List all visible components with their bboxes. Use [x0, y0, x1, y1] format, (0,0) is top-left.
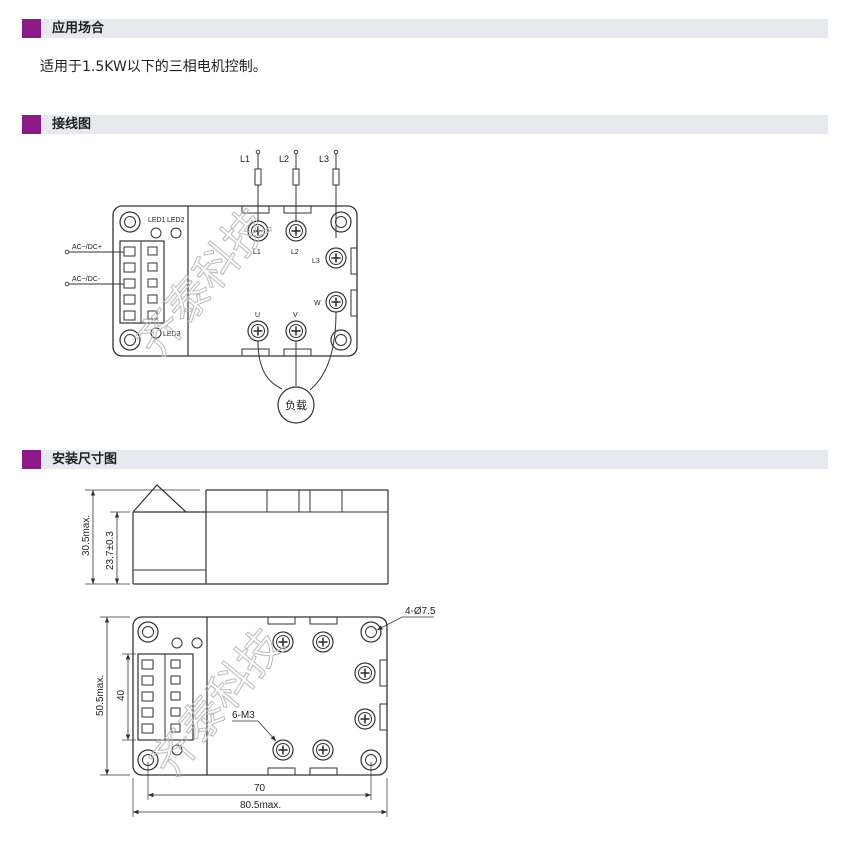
input-terminal-label-l1: L1: [253, 249, 261, 256]
dim-hole-spec: 4-Ø7.5: [405, 606, 436, 617]
load-label: 负载: [285, 398, 307, 412]
supply-label-l1: L1: [240, 154, 250, 164]
dim-width-max: 50.5max.: [95, 675, 106, 716]
dim-height-max: 30.5max.: [81, 515, 92, 556]
supply-label-l3: L3: [319, 154, 329, 164]
control-connector: [119, 240, 165, 324]
terminal-screw-l2: [285, 220, 307, 242]
input-terminal-label-l2: L2: [291, 249, 299, 256]
dim-height-body: 23.7±0.3: [105, 531, 116, 570]
control-label-positive: AC~/DC+: [72, 244, 102, 251]
terminal-screw-l3: [325, 247, 347, 269]
dim-pitch: 70: [254, 783, 266, 794]
section-header-wiring: 接线图: [22, 115, 828, 134]
led1-label: LED1: [148, 217, 166, 224]
led2-indicator: [170, 227, 182, 239]
mounting-hole: [330, 211, 352, 233]
section-title: 应用场合: [52, 21, 105, 36]
section-marker: [22, 19, 41, 38]
section-marker: [22, 450, 41, 469]
led1-indicator: [150, 227, 162, 239]
watermark: 齐泰科技: [141, 619, 293, 787]
terminal-screw-v: [285, 320, 307, 342]
top-view-drawing: [100, 616, 434, 817]
relay-body: [112, 205, 358, 357]
section-title: 安装尺寸图: [52, 452, 118, 467]
terminal-screw-u: [247, 320, 269, 342]
watermark: 齐泰科技: [127, 199, 279, 367]
side-view-drawing: [85, 484, 389, 585]
output-terminal-label-w: W: [314, 300, 321, 307]
mounting-hole: [119, 211, 141, 233]
supply-label-l2: L2: [279, 154, 289, 164]
led2-label: LED2: [167, 217, 185, 224]
terminal-screw-w: [325, 291, 347, 313]
output-terminal-label-v: V: [293, 312, 298, 319]
dim-width-inner: 40: [116, 689, 127, 701]
dim-screw-spec: 6-M3: [232, 710, 255, 721]
application-text: 适用于1.5KW以下的三相电机控制。: [40, 59, 267, 75]
led3-label: LED3: [163, 331, 181, 338]
section-marker: [22, 115, 41, 134]
led3-indicator: [150, 327, 162, 339]
section-header-dimensions: 安装尺寸图: [22, 450, 828, 469]
output-terminal-label-u: U: [255, 312, 260, 319]
wiring-diagram: [64, 149, 358, 424]
section-title: 接线图: [52, 117, 92, 132]
section-header-application: 应用场合: [22, 19, 828, 38]
dim-length-max: 80.5max.: [240, 800, 281, 811]
control-label-negative: AC~/DC-: [72, 276, 101, 283]
input-terminal-label-l3: L3: [312, 258, 320, 265]
load-symbol: [277, 386, 315, 424]
